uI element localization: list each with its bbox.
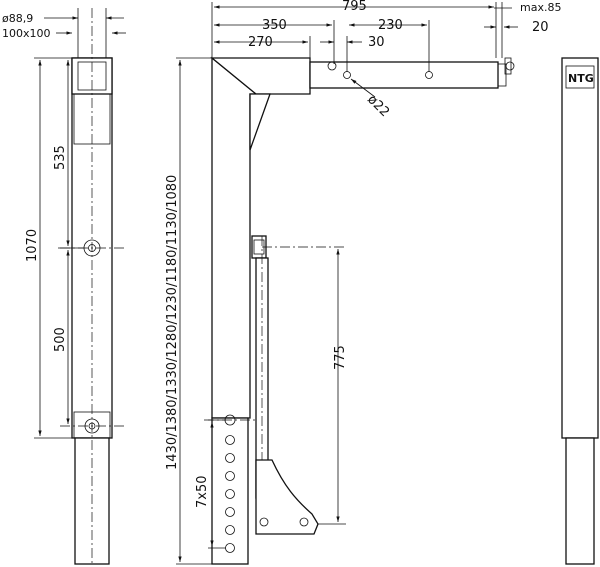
side-lower-tube <box>211 417 249 565</box>
logo-box <box>565 65 595 89</box>
dim-7x50-label: 7x50 <box>195 475 210 508</box>
end-post-body <box>561 57 599 439</box>
side-arm-hole-a <box>327 61 337 71</box>
end-lower-tube <box>565 437 595 565</box>
side-adjust-hole <box>225 453 235 463</box>
front-view: ø88,9 100x100 535 500 1070 <box>2 8 126 565</box>
hole-diameter-label: ø22 <box>364 92 392 120</box>
ntg-logo: NTG <box>568 72 594 85</box>
side-adjust-hole <box>225 489 235 499</box>
side-adjust-hole <box>225 525 235 535</box>
profile-size-label: 100x100 <box>2 27 51 40</box>
side-adjust-hole <box>225 435 235 445</box>
dim-795-label: 795 <box>342 0 367 14</box>
dim-30-label: 30 <box>368 35 385 50</box>
side-view: 795 max.85 350 230 20 270 30 ø22 1430/13… <box>165 0 561 565</box>
side-arm-tube <box>309 61 499 89</box>
dim-230-label: 230 <box>378 18 403 33</box>
side-gusset <box>249 93 271 151</box>
dim-height-label: 1430/1380/1330/1280/1230/1180/1130/1080 <box>165 175 180 470</box>
dim-max85-label: max.85 <box>520 1 561 14</box>
side-arm <box>210 57 311 95</box>
end-view: NTG <box>561 57 599 565</box>
dim-775-label: 775 <box>333 345 348 370</box>
side-adjust-hole <box>225 471 235 481</box>
dim-1070-label: 1070 <box>25 229 40 262</box>
side-adjust-hole <box>225 507 235 517</box>
dim-500-label: 500 <box>53 327 68 352</box>
dim-20-label: 20 <box>532 20 549 35</box>
side-bracket <box>255 459 319 535</box>
dim-535-label: 535 <box>53 145 68 170</box>
pipe-diameter-label: ø88,9 <box>2 12 33 25</box>
side-end-plug <box>504 57 512 75</box>
dim-270-label: 270 <box>248 35 273 50</box>
dim-350-label: 350 <box>262 18 287 33</box>
